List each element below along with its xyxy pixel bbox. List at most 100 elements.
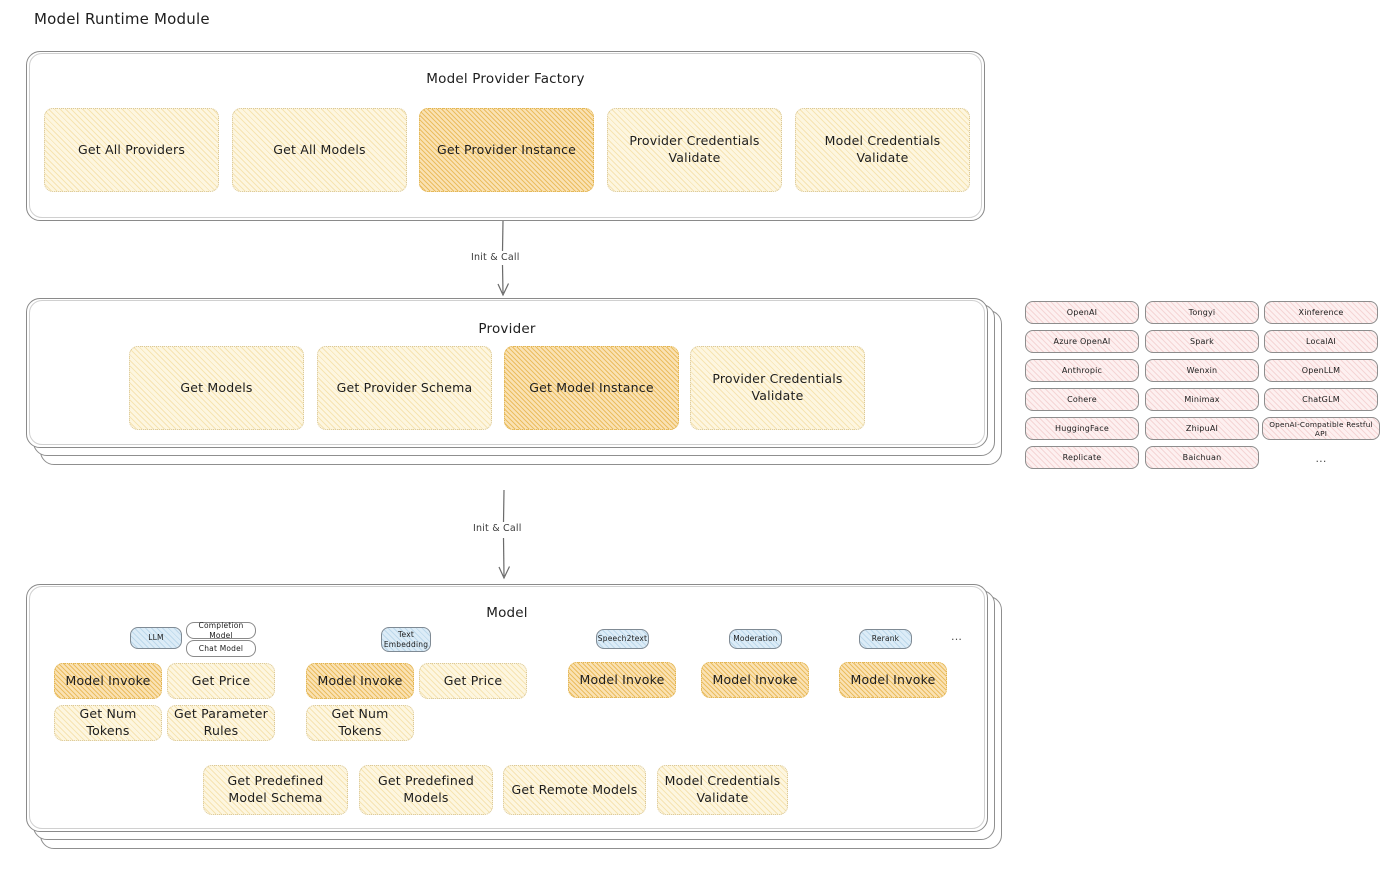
arrow-factory-to-provider: Init & Call	[470, 220, 590, 301]
badge-label: Moderation	[733, 634, 778, 644]
node-label: Get Num Tokens	[331, 706, 389, 738]
badge-chat-model[interactable]: Chat Model	[186, 640, 256, 657]
tag-label: Cohere	[1067, 395, 1097, 404]
node-label: Provider Credentials Validate	[629, 133, 760, 165]
node-get-model-instance[interactable]: Get Model Instance	[504, 346, 679, 430]
provider-tag-minimax[interactable]: Minimax	[1145, 388, 1259, 411]
node-label: Get Price	[191, 672, 251, 688]
tag-label: ZhipuAI	[1185, 424, 1219, 433]
provider-tag-openllm[interactable]: OpenLLM	[1264, 359, 1378, 382]
badge-rerank[interactable]: Rerank	[859, 629, 912, 649]
node-label: Get Provider Instance	[436, 141, 577, 157]
tag-label: Baichuan	[1182, 453, 1222, 462]
provider-tag-zhipuai[interactable]: ZhipuAI	[1145, 417, 1259, 440]
arrow-label: Init & Call	[471, 252, 520, 263]
node-label: Model Invoke	[850, 671, 936, 687]
tag-label: Spark	[1190, 337, 1214, 346]
node-provider-credentials-validate-2[interactable]: Provider Credentials Validate	[690, 346, 865, 430]
tag-label: Anthropic	[1061, 366, 1103, 375]
node-label: Model Invoke	[65, 672, 151, 688]
badge-label: Rerank	[871, 634, 900, 644]
node-speech2text-model-invoke[interactable]: Model Invoke	[568, 662, 676, 698]
node-llm-get-parameter-rules[interactable]: Get Parameter Rules	[167, 705, 275, 741]
provider-tag-baichuan[interactable]: Baichuan	[1145, 446, 1259, 469]
node-label: Get Models	[180, 379, 253, 395]
tag-label: Wenxin	[1186, 366, 1218, 375]
tag-label: OpenAI-Compatible Restful API	[1269, 419, 1373, 438]
model-title: Model	[486, 605, 528, 621]
provider-tag-replicate[interactable]: Replicate	[1025, 446, 1139, 469]
badge-label: Completion Model	[198, 621, 244, 640]
node-label: Model Credentials Validate	[664, 773, 781, 805]
badge-completion-model[interactable]: Completion Model	[186, 621, 256, 640]
provider-tag-xinference[interactable]: Xinference	[1264, 301, 1378, 324]
badge-label: Speech2text	[597, 634, 648, 644]
tag-label: OpenLLM	[1301, 366, 1341, 375]
node-get-provider-schema[interactable]: Get Provider Schema	[317, 346, 492, 430]
provider-tag-openai-compatible-restful-api[interactable]: OpenAI-Compatible Restful API	[1262, 417, 1380, 440]
node-model-credentials-validate-2[interactable]: Model Credentials Validate	[657, 765, 788, 815]
arrow-icon	[497, 220, 510, 297]
model-types-more: ...	[951, 630, 963, 643]
node-get-models[interactable]: Get Models	[129, 346, 304, 430]
provider-tag-huggingface[interactable]: HuggingFace	[1025, 417, 1139, 440]
provider-tag-tongyi[interactable]: Tongyi	[1145, 301, 1259, 324]
node-label: Get Remote Models	[511, 781, 638, 797]
node-get-remote-models[interactable]: Get Remote Models	[503, 765, 646, 815]
badge-speech2text[interactable]: Speech2text	[596, 629, 649, 649]
badge-label: Chat Model	[198, 643, 244, 653]
node-label: Get Num Tokens	[79, 706, 137, 738]
tag-label: Minimax	[1184, 395, 1220, 404]
node-moderation-model-invoke[interactable]: Model Invoke	[701, 662, 809, 698]
node-label: Get Parameter Rules	[174, 706, 268, 738]
provider-tag-localai[interactable]: LocalAI	[1264, 330, 1378, 353]
arrow-provider-to-model: Init & Call	[472, 489, 592, 585]
tag-label: Xinference	[1298, 308, 1344, 317]
provider-tags-more: ...	[1315, 452, 1327, 465]
provider-tag-cohere[interactable]: Cohere	[1025, 388, 1139, 411]
provider-tag-azure-openai[interactable]: Azure OpenAI	[1025, 330, 1139, 353]
node-label: Model Invoke	[579, 671, 665, 687]
node-label: Get Predefined Model Schema	[227, 773, 324, 805]
node-label: Model Invoke	[317, 672, 403, 688]
node-get-all-providers[interactable]: Get All Providers	[44, 108, 219, 192]
tag-label: LocalAI	[1306, 337, 1336, 346]
tag-label: HuggingFace	[1055, 424, 1109, 433]
node-model-credentials-validate[interactable]: Model Credentials Validate	[795, 108, 970, 192]
node-label: Get Predefined Models	[378, 773, 474, 805]
arrow-label: Init & Call	[473, 523, 522, 534]
node-provider-credentials-validate[interactable]: Provider Credentials Validate	[607, 108, 782, 192]
provider-tag-anthropic[interactable]: Anthropic	[1025, 359, 1139, 382]
node-label: Model Credentials Validate	[824, 133, 941, 165]
badge-text-embedding[interactable]: Text Embedding	[381, 627, 431, 652]
node-llm-get-price[interactable]: Get Price	[167, 663, 275, 699]
node-get-predefined-model-schema[interactable]: Get Predefined Model Schema	[203, 765, 348, 815]
node-get-all-models[interactable]: Get All Models	[232, 108, 407, 192]
provider-tag-spark[interactable]: Spark	[1145, 330, 1259, 353]
node-label: Get Price	[443, 672, 503, 688]
node-label: Get All Providers	[77, 141, 186, 157]
node-text-embedding-get-price[interactable]: Get Price	[419, 663, 527, 699]
node-get-predefined-models[interactable]: Get Predefined Models	[359, 765, 493, 815]
badge-llm[interactable]: LLM	[130, 627, 182, 649]
tag-label: ChatGLM	[1302, 395, 1340, 404]
node-text-embedding-model-invoke[interactable]: Model Invoke	[306, 663, 414, 699]
node-llm-model-invoke[interactable]: Model Invoke	[54, 663, 162, 699]
node-get-provider-instance[interactable]: Get Provider Instance	[419, 108, 594, 192]
provider-tag-chatglm[interactable]: ChatGLM	[1264, 388, 1378, 411]
provider-title: Provider	[478, 321, 536, 337]
provider-tag-openai[interactable]: OpenAI	[1025, 301, 1139, 324]
badge-label: Text Embedding	[383, 630, 429, 649]
node-rerank-model-invoke[interactable]: Model Invoke	[839, 662, 947, 698]
node-text-embedding-get-num-tokens[interactable]: Get Num Tokens	[306, 705, 414, 741]
provider-tag-wenxin[interactable]: Wenxin	[1145, 359, 1259, 382]
page-title: Model Runtime Module	[34, 10, 210, 28]
node-label: Provider Credentials Validate	[712, 371, 843, 403]
tag-label: OpenAI	[1066, 308, 1098, 317]
node-llm-get-num-tokens[interactable]: Get Num Tokens	[54, 705, 162, 741]
node-label: Get Provider Schema	[336, 379, 473, 395]
badge-label: LLM	[148, 633, 164, 643]
node-label: Get Model Instance	[529, 379, 654, 395]
badge-moderation[interactable]: Moderation	[729, 629, 782, 649]
tag-label: Tongyi	[1188, 308, 1216, 317]
